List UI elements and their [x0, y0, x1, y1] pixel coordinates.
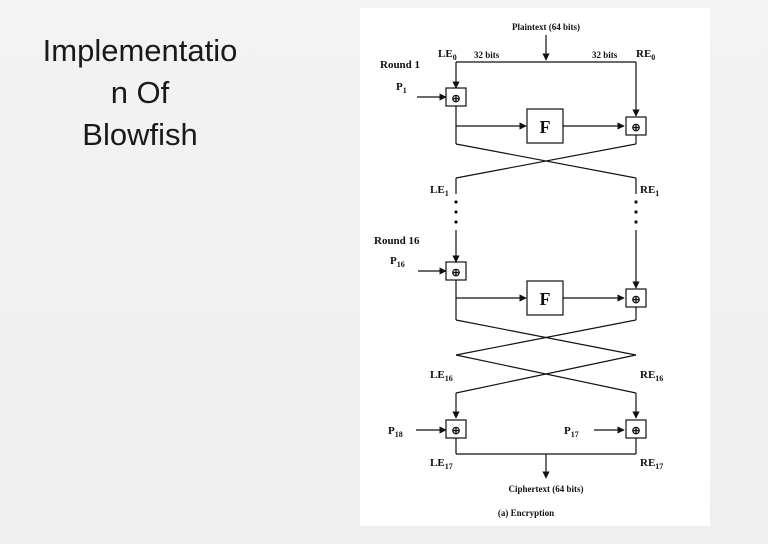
blowfish-diagram-panel: Plaintext (64 bits) LE0 32 bits 32 bits … — [360, 8, 710, 526]
p1-label: P1 — [396, 81, 407, 95]
slide-title: Implementatio n Of Blowfish — [14, 30, 266, 156]
le1-label: LE1 — [430, 184, 449, 198]
xor-symbol-round1-left: ⊕ — [451, 93, 460, 105]
f-label-round16: F — [540, 289, 551, 309]
blowfish-encryption-diagram: Plaintext (64 bits) LE0 32 bits 32 bits … — [374, 22, 663, 518]
re1-label: RE1 — [640, 184, 659, 198]
round16-label: Round 16 — [374, 235, 420, 247]
xor-symbol-final-left: ⊕ — [451, 425, 460, 437]
slide-title-line-3: Blowfish — [82, 117, 198, 152]
p17-label: P17 — [564, 425, 579, 439]
le0-label: LE0 — [438, 48, 457, 62]
p16-label: P16 — [390, 255, 405, 269]
re0-label: RE0 — [636, 48, 655, 62]
xor-symbol-round16-right: ⊕ — [631, 294, 640, 306]
round1-label: Round 1 — [380, 59, 420, 71]
left-ellipsis-dots — [454, 200, 458, 224]
p18-label: P18 — [388, 425, 403, 439]
slide-title-line-2: n Of — [110, 75, 170, 110]
xor-symbol-round1-right: ⊕ — [631, 122, 640, 134]
le16-label: LE16 — [430, 369, 453, 383]
re16-label: RE16 — [640, 369, 663, 383]
xor-symbol-round16-left: ⊕ — [451, 267, 460, 279]
swap-line-1b — [455, 143, 637, 179]
le17-label: LE17 — [430, 457, 453, 471]
ciphertext-label: Ciphertext (64 bits) — [509, 484, 584, 494]
re17-label: RE17 — [640, 457, 663, 471]
bits-left-label: 32 bits — [474, 50, 500, 60]
diagram-caption: (a) Encryption — [498, 508, 554, 518]
unswap-line-b — [455, 354, 637, 394]
swap-line-16b — [455, 319, 637, 356]
slide-title-line-1: Implementatio — [42, 33, 238, 68]
bits-right-label: 32 bits — [592, 50, 618, 60]
plaintext-label: Plaintext (64 bits) — [512, 22, 580, 32]
xor-symbol-final-right: ⊕ — [631, 425, 640, 437]
right-ellipsis-dots — [634, 200, 638, 224]
f-label-round1: F — [540, 117, 551, 137]
